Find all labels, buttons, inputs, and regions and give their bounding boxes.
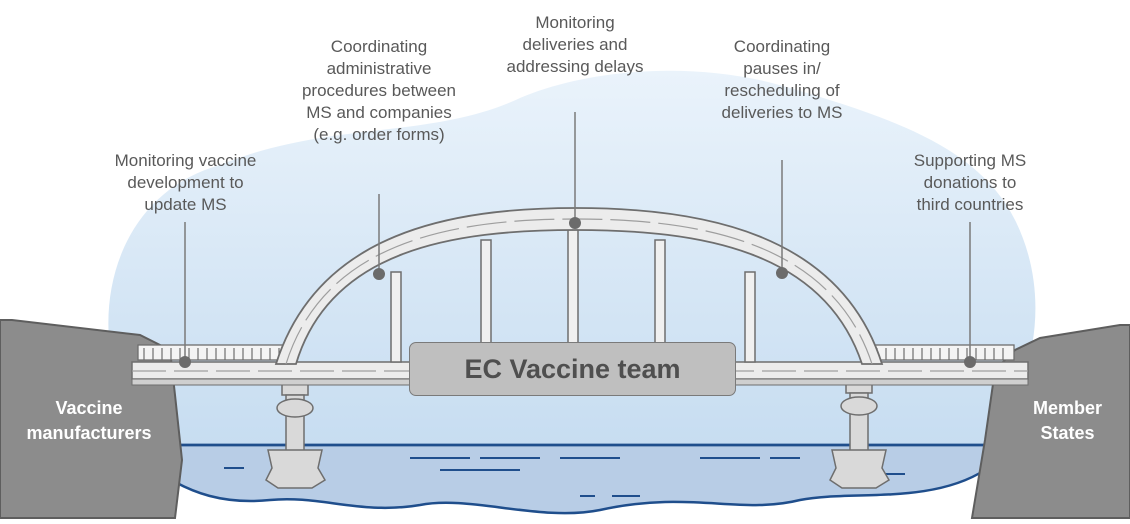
dot-monitoring-development [179, 356, 191, 368]
left-bank-label: Vaccine manufacturers [26, 398, 152, 443]
label-monitoring-deliveries: Monitoring deliveries and addressing del… [506, 13, 644, 76]
river-water [173, 443, 987, 515]
right-bank-label: Member States [1032, 398, 1103, 443]
water-ripples [224, 457, 905, 497]
ec-vaccine-team-label: EC Vaccine team [464, 353, 681, 384]
left-railing [137, 344, 291, 361]
callout-dots [179, 217, 976, 368]
dot-coordinating-pauses [776, 267, 788, 279]
leader-lines [184, 112, 971, 362]
right-railing [861, 344, 1015, 361]
label-monitoring-development: Monitoring vaccine development to update… [114, 151, 257, 214]
right-pier [829, 377, 891, 489]
left-pier [265, 379, 327, 489]
dot-monitoring-deliveries [569, 217, 581, 229]
label-coordinating-admin: Coordinating administrative procedures b… [301, 37, 457, 144]
dot-coordinating-admin [373, 268, 385, 280]
label-coordinating-pauses: Coordinating pauses in/ rescheduling of … [721, 37, 843, 122]
dot-supporting-donations [964, 356, 976, 368]
label-supporting-donations: Supporting MS donations to third countri… [913, 151, 1027, 214]
ec-vaccine-team-box: EC Vaccine team [409, 342, 736, 396]
